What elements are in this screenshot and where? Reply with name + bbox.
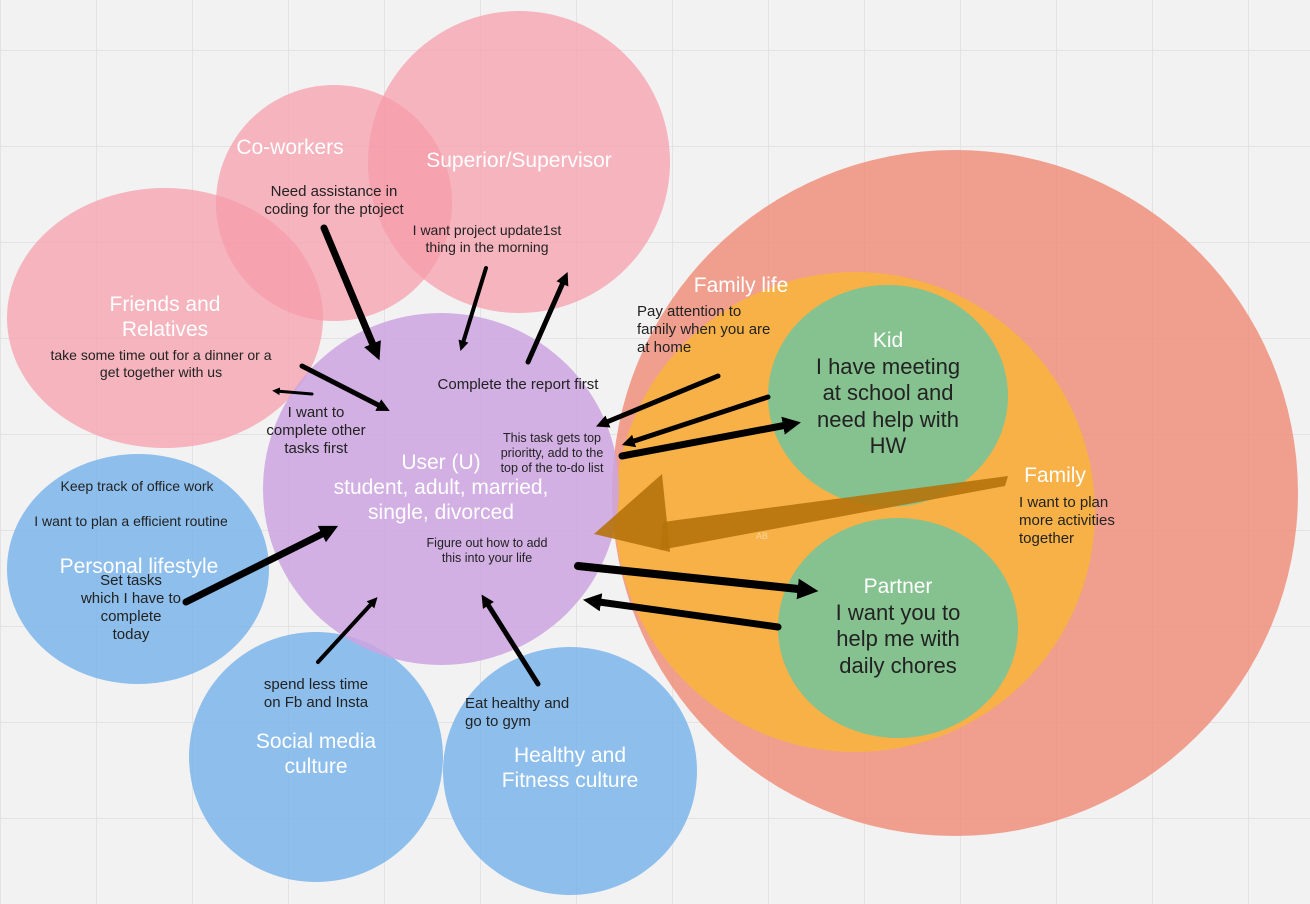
kid-circle[interactable] xyxy=(768,285,1008,507)
user-note-other: I want to complete other tasks first xyxy=(266,404,366,457)
user-circle[interactable] xyxy=(263,313,619,665)
friends-title: Friends and Relatives xyxy=(109,293,221,342)
arrow-familylife-to-user xyxy=(595,373,721,428)
arrow-user-to-partner xyxy=(574,562,819,600)
personal-note-track: Keep track of office work xyxy=(60,478,214,494)
arrow-personal-to-user xyxy=(182,525,339,606)
user-title: User (U) student, adult, married, single… xyxy=(333,451,549,525)
personal-lifestyle-circle[interactable] xyxy=(7,454,269,684)
arrow-user-to-friends xyxy=(272,387,314,396)
family-title: Family xyxy=(1024,464,1086,487)
friends-note: take some time out for a dinner or a get… xyxy=(50,347,272,380)
personal-note-routine: I want to plan a efficient routine xyxy=(34,513,228,529)
fitness-circle[interactable] xyxy=(443,647,697,895)
family-life-title: Family life xyxy=(693,274,789,297)
coworkers-note: Need assistance in coding for the ptojec… xyxy=(264,183,404,218)
kid-title: Kid xyxy=(872,329,904,352)
partner-circle[interactable] xyxy=(778,518,1018,738)
arrow-coworkers-to-user xyxy=(320,224,381,361)
partner-title: Partner xyxy=(863,575,933,598)
arrow-social-to-user xyxy=(316,597,378,664)
family-tag: AB xyxy=(755,531,769,541)
kid-note: I have meeting at school and need help w… xyxy=(815,354,961,459)
arrow-user-to-supervisor xyxy=(525,272,569,365)
supervisor-title: Superior/Supervisor xyxy=(426,149,612,172)
personal-title: Personal lifestyle xyxy=(59,555,219,578)
fitness-title: Healthy and Fitness culture xyxy=(501,744,639,793)
social-title: Social media culture xyxy=(255,730,377,779)
personal-note-tasks: Set tasks which I have to complete today xyxy=(80,572,182,643)
fitness-note: Eat healthy and go to gym xyxy=(465,695,570,730)
arrow-kid-to-user xyxy=(621,394,771,448)
family-note: I want to plan more activities together xyxy=(1019,494,1115,547)
arrow-fitness-to-user xyxy=(481,594,541,687)
user-note-priority: This task gets top prioritty, add to the… xyxy=(500,431,604,475)
family-life-note: Pay attention to family when you are at … xyxy=(637,303,771,356)
social-media-circle[interactable] xyxy=(189,632,443,882)
social-note: spend less time on Fb and Insta xyxy=(263,676,369,711)
arrow-user-to-kid xyxy=(618,416,801,460)
user-note-figure: Figure out how to add this into your lif… xyxy=(426,536,548,565)
partner-note: I want you to help me with daily chores xyxy=(835,600,961,678)
user-note-complete: Complete the report first xyxy=(437,376,599,393)
friends-circle[interactable] xyxy=(7,188,323,448)
arrow-friends-to-user xyxy=(299,363,390,411)
arrow-supervisor-to-user xyxy=(458,266,488,351)
family-arrow xyxy=(594,474,1008,552)
supervisor-note: I want project update1st thing in the mo… xyxy=(412,222,562,255)
arrow-partner-to-user xyxy=(582,593,782,631)
coworkers-title: Co-workers xyxy=(236,136,344,159)
